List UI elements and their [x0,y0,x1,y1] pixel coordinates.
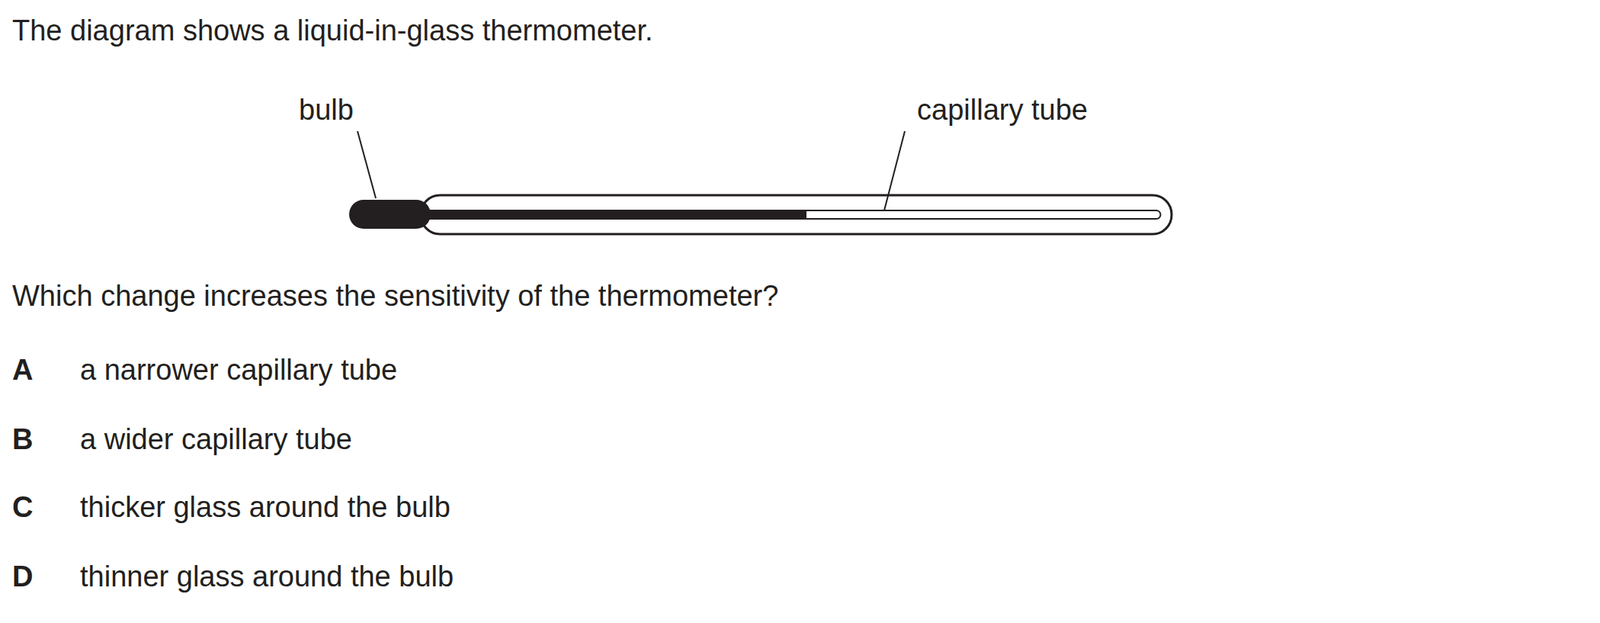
intro-text: The diagram shows a liquid-in-glass ther… [12,13,654,48]
leader-line [884,131,905,211]
option-text: thinner glass around the bulb [80,559,454,594]
bulb-shape [349,199,431,229]
option-letter: D [12,559,33,594]
question-text: Which change increases the sensitivity o… [12,278,779,313]
option-text: a narrower capillary tube [80,352,398,387]
liquid-column [423,210,807,219]
option-text: thicker glass around the bulb [80,490,451,524]
leader-line [357,131,376,199]
option-letter: A [12,352,33,387]
part-label: bulb [298,92,354,127]
glass-stem [420,195,1172,235]
part-label: capillary tube [917,92,1088,127]
option-letter: B [12,422,33,456]
option-text: a wider capillary tube [80,422,353,456]
option-letter: C [12,490,33,524]
